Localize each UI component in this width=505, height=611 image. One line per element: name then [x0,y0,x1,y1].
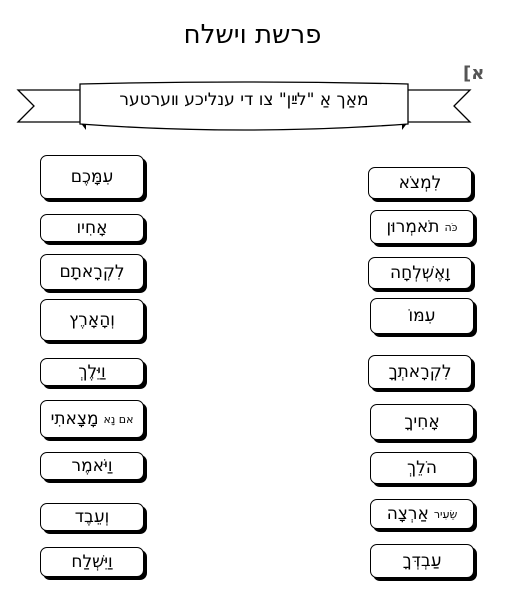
word-text: אַרְצָה [386,504,429,524]
banner-text: מאַך אַ "לײַן" צו די ענליכע װערטער [119,90,369,110]
word-text: לִקְרָאתְךָ [388,362,452,382]
right-word-box[interactable]: כֹּה תֹאמְרוּן [370,210,474,244]
left-word-box[interactable]: אם נָא מָצָאתִי [40,400,144,438]
left-word-box[interactable]: לִקְרָאתָם [40,254,144,290]
word-prefix: אם נָא [103,412,134,426]
right-word-box[interactable]: וָאֶשְׁלְחָה [368,257,472,289]
left-word-box[interactable]: וְעֵבֶד [40,503,144,531]
ribbon-icon [16,81,472,131]
right-word-box[interactable]: עַבְדְּךָ [370,544,474,578]
word-text: עַבְדְּךָ [402,551,442,571]
word-text: וְעֵבֶד [74,507,110,527]
word-text: לִמְצֹא [398,173,442,193]
page-title: פרשת וישלח [183,20,322,50]
word-text: לִקְרָאתָם [59,262,125,282]
word-text: וָאֶשְׁלְחָה [390,263,450,283]
word-text: אָחִיךָ [404,412,440,432]
right-word-box[interactable]: אָחִיךָ [370,404,474,440]
instruction-banner: מאַך אַ "לײַן" צו די ענליכע װערטער [14,78,474,138]
word-text: תֹאמְרוּן [386,217,440,237]
left-word-box[interactable]: וַיֹּאמֶר [40,452,144,480]
left-word-box[interactable]: וְהָאָרֶץ [40,299,144,341]
left-word-box[interactable]: עִמָּכֶם [40,155,144,199]
right-word-box[interactable]: לִקְרָאתְךָ [368,355,472,389]
word-prefix: כֹּה [444,220,458,234]
right-word-box[interactable]: שֵׂעִיר אַרְצָה [370,499,474,529]
word-text: וַיִּשְׁלַח [71,552,113,572]
word-text: עִמּוֹ [408,306,436,326]
left-word-box[interactable]: וַיֵּלֶךְ [40,358,144,386]
word-text: מָצָאתִי [50,409,99,429]
word-text: וְהָאָרֶץ [69,310,115,330]
word-prefix: שֵׂעִיר [433,507,458,521]
word-text: וַיֵּלֶךְ [78,362,106,382]
right-word-box[interactable]: הֹלֵךְ [370,452,474,484]
left-word-box[interactable]: אָחִיו [40,214,144,242]
word-text: עִמָּכֶם [70,167,114,187]
word-text: אָחִיו [76,218,108,238]
word-text: הֹלֵךְ [407,458,437,478]
left-word-box[interactable]: וַיִּשְׁלַח [40,547,144,577]
right-word-box[interactable]: עִמּוֹ [370,298,474,334]
section-letter: א] [463,63,485,84]
word-text: וַיֹּאמֶר [71,456,113,476]
right-word-box[interactable]: לִמְצֹא [368,167,472,199]
